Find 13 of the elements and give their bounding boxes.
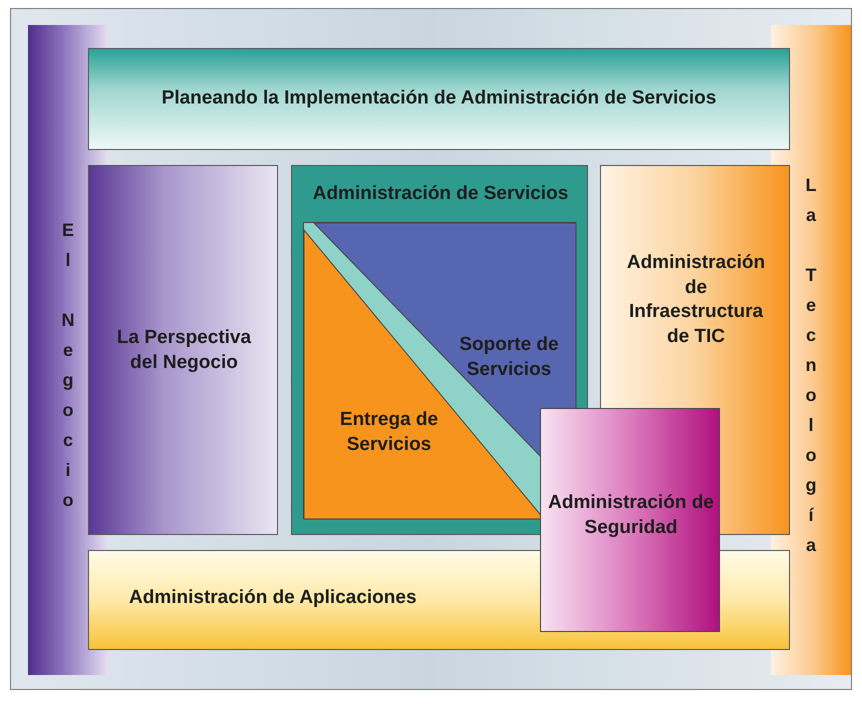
header-band: [88, 48, 790, 150]
box-label: Entrega de Servicios: [338, 408, 440, 457]
panel-title: Administración de Servicios: [312, 182, 570, 206]
box-label: Planeando la Implementación de Administración de Servicios: [160, 86, 718, 111]
box-label: Administración de Infraestructura de TIC: [626, 251, 766, 350]
box-label: Administración de Seguridad: [547, 491, 715, 540]
box-label: Administración de Aplicaciones: [129, 586, 418, 610]
panel: [540, 408, 720, 632]
panel: [88, 165, 278, 535]
box-label: Soporte de Servicios: [458, 333, 560, 382]
box-label: La Perspectiva del Negocio: [116, 326, 252, 375]
vertical-label: La Tecnología: [804, 174, 818, 557]
vertical-label: El Negocio: [60, 219, 76, 512]
